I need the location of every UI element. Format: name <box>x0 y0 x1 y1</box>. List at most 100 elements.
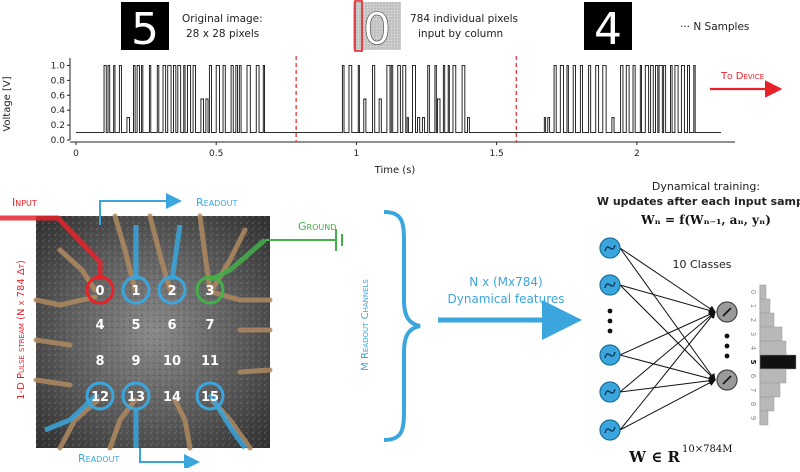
sigmoid-icon <box>604 351 616 359</box>
output-ellipsis-dot <box>724 343 730 349</box>
input-ellipsis-dot <box>607 308 613 314</box>
class-bar-7 <box>759 382 781 398</box>
y-tick-label: 0.2 <box>51 121 65 131</box>
node-ring-1 <box>121 275 151 305</box>
class-bar-3 <box>759 326 783 342</box>
class-tick-label: 2 <box>749 318 757 322</box>
digit-thumbnail-4: 4 <box>584 2 632 55</box>
x-tick-label: 0.5 <box>209 149 223 159</box>
node-label-14: 14 <box>163 390 181 405</box>
device-chip <box>33 213 273 451</box>
network-edge <box>619 247 716 381</box>
class-bar-5 <box>759 354 797 370</box>
node-label-10: 10 <box>163 354 181 369</box>
input-wire <box>0 215 103 280</box>
node-label-5: 5 <box>131 318 140 333</box>
ground-wire <box>208 238 267 283</box>
node-label-11: 11 <box>201 354 219 369</box>
readout-wire-2 <box>169 224 183 281</box>
node-label-0: 0 <box>95 284 104 299</box>
x-tick-label: 0 <box>73 149 79 159</box>
y-axis-label: Voltage [V] <box>2 76 13 131</box>
node-label-8: 8 <box>95 354 104 369</box>
sigmoid-icon <box>604 388 616 396</box>
network-edge <box>619 354 716 382</box>
node-label-15: 15 <box>201 390 219 405</box>
training-title: Dynamical training: <box>652 180 760 193</box>
class-tick-label: 6 <box>749 374 757 379</box>
class-tick-label: 5 <box>749 360 757 365</box>
sigmoid-icon <box>604 281 616 289</box>
svg-text:0: 0 <box>363 4 391 55</box>
network-edge <box>619 284 716 381</box>
features-count-label: N x (Mx784) <box>469 275 542 289</box>
class-tick-label: 8 <box>749 402 757 406</box>
svg-text:W ∈ R: W ∈ R <box>628 448 680 466</box>
weight-matrix-equation: W ∈ R 10×784M <box>628 444 732 466</box>
pulse-stream-label: 1-D Pulse stream (N x 784 Δt) <box>16 260 27 400</box>
class-bar-9 <box>759 410 769 426</box>
training-subtitle: W updates after each input sample <box>597 195 800 208</box>
pulse-trace <box>76 65 721 133</box>
node-label-3: 3 <box>205 284 214 299</box>
pixels-input-order-label: input by column <box>418 28 503 40</box>
x-tick-label: 2 <box>634 149 640 159</box>
linear-icon <box>722 307 732 317</box>
svg-text:10×784M: 10×784M <box>682 444 732 455</box>
node-label-7: 7 <box>205 318 214 333</box>
x-tick-label: 1.5 <box>489 149 503 159</box>
sigmoid-icon <box>604 426 616 434</box>
node-label-6: 6 <box>167 318 176 333</box>
readout-channels-label: M Readout Channels <box>360 279 371 371</box>
class-bar-8 <box>759 396 775 412</box>
node-ring-15 <box>195 381 225 411</box>
n-samples-label: ··· N Samples <box>680 21 749 33</box>
class-tick-label: 1 <box>749 304 757 308</box>
y-tick-label: 0.0 <box>51 136 66 146</box>
sigmoid-icon <box>604 244 616 252</box>
ground-label: Ground <box>298 220 336 233</box>
class-bar-0 <box>759 284 767 300</box>
input-label: Input <box>12 196 37 209</box>
class-bar-4 <box>759 340 787 356</box>
classes-label: 10 Classes <box>673 258 732 271</box>
class-bar-1 <box>759 298 771 314</box>
class-bar-6 <box>759 368 787 384</box>
channels-brace <box>383 210 421 442</box>
network-edge <box>619 284 716 314</box>
pixel-column-highlight <box>354 0 363 52</box>
features-label: Dynamical features <box>448 292 565 306</box>
network-edge <box>619 379 716 431</box>
y-tick-label: 1.0 <box>51 61 66 71</box>
y-tick-label: 0.4 <box>51 106 66 116</box>
y-tick-label: 0.8 <box>51 76 66 86</box>
network-edge <box>619 311 716 431</box>
class-tick-label: 9 <box>749 416 757 420</box>
node-label-13: 13 <box>127 390 145 405</box>
svg-text:4: 4 <box>594 4 622 55</box>
readout-top-connector <box>99 193 182 225</box>
network-edge <box>619 377 716 393</box>
node-ring-2 <box>157 275 187 305</box>
to-device-label: To Device <box>720 71 764 82</box>
node-ring-3 <box>195 275 225 305</box>
node-label-12: 12 <box>91 390 109 405</box>
digit-thumbnail-5: 5 <box>121 2 169 55</box>
ground-symbol <box>335 229 343 251</box>
input-ellipsis-dot <box>607 328 613 334</box>
node-ring-0 <box>85 275 115 305</box>
network-edge <box>619 311 716 393</box>
readout-bottom-connector <box>139 448 200 470</box>
class-tick-label: 4 <box>749 346 757 351</box>
class-tick-label: 3 <box>749 332 757 336</box>
network-edge <box>619 311 716 356</box>
linear-icon <box>722 375 732 385</box>
network-edge <box>619 247 716 313</box>
y-tick-label: 0.6 <box>51 91 66 101</box>
node-label-2: 2 <box>167 284 176 299</box>
output-ellipsis-dot <box>724 353 730 359</box>
original-image-size-label: 28 x 28 pixels <box>186 28 259 40</box>
readout-top-label: Readout <box>196 196 237 209</box>
